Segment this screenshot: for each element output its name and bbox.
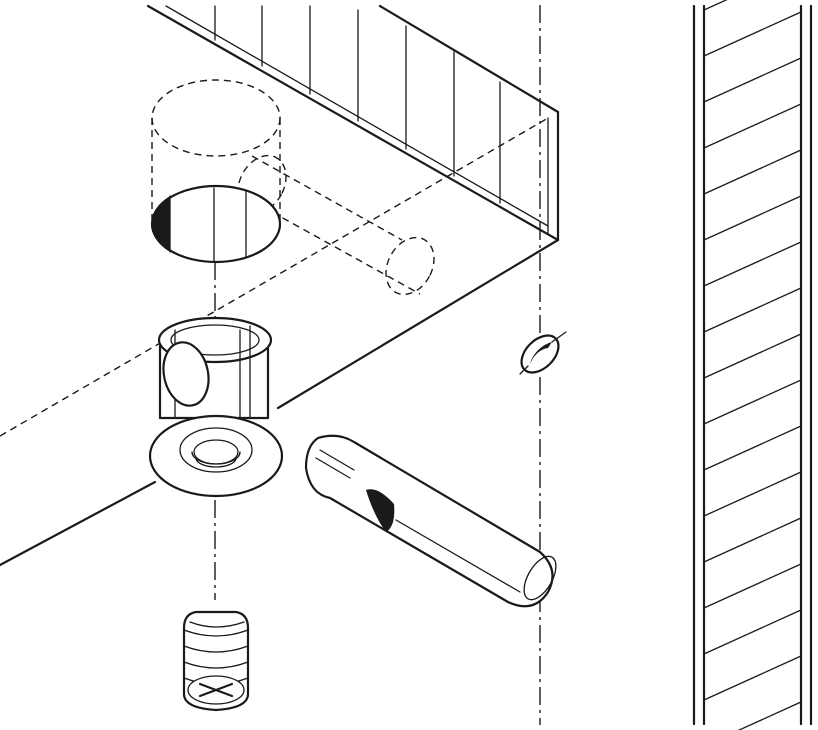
- connecting-bolt-icon: [304, 434, 557, 608]
- threaded-insert-screw-icon: [182, 610, 250, 712]
- hatch-line: [703, 655, 802, 701]
- connector-housing-icon: [148, 316, 284, 498]
- side-panel-icon: [692, 0, 813, 730]
- side-panel-hatching: [703, 0, 802, 730]
- hatch-line: [703, 11, 802, 57]
- hatch-line: [703, 195, 802, 241]
- hatch-line: [703, 609, 802, 655]
- drilled-hole-icon: [150, 184, 282, 264]
- side-panel-hole-icon: [519, 331, 567, 375]
- hatch-line: [703, 103, 802, 149]
- hatch-line: [703, 333, 802, 379]
- panel-corner-icon: [0, 4, 560, 567]
- hatch-line: [703, 517, 802, 563]
- hatch-line: [703, 425, 802, 471]
- hatch-line: [737, 701, 802, 730]
- hatch-line: [703, 379, 802, 425]
- hatch-line: [703, 287, 802, 333]
- hatch-line: [703, 241, 802, 287]
- hatch-line: [703, 149, 802, 195]
- hatch-line: [703, 471, 802, 517]
- hidden-lines: [0, 79, 549, 600]
- hatch-line: [703, 563, 802, 609]
- hatch-line: [703, 57, 802, 103]
- hatch-line: [703, 0, 728, 11]
